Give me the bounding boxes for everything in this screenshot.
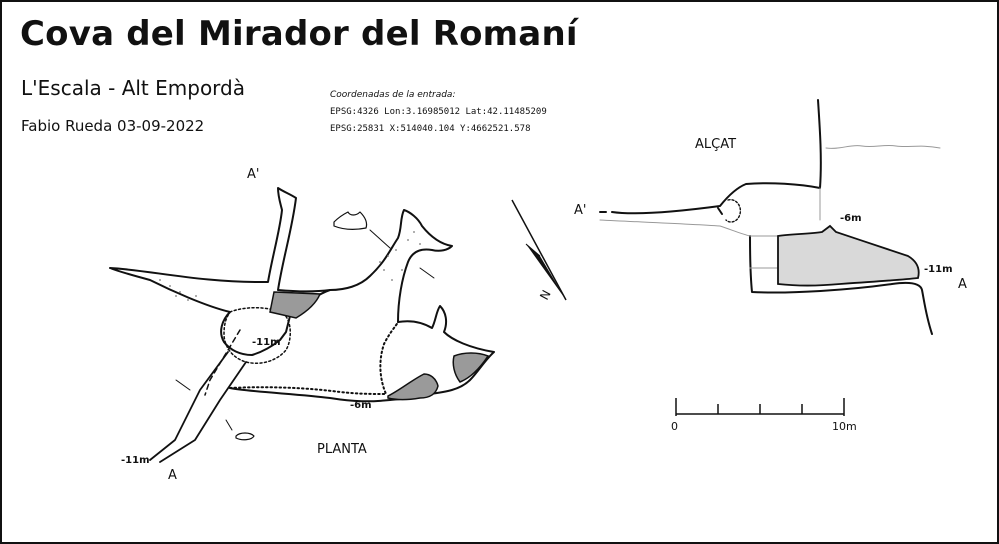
plan-depth-bottom: -6m <box>350 400 372 411</box>
elev-water-body <box>777 224 920 287</box>
plan-central-chamber <box>223 307 291 364</box>
scale-bar <box>675 398 845 416</box>
elev-shelf <box>725 199 742 223</box>
plan-view-label: PLANTA <box>317 442 367 457</box>
plan-right-upper-outline <box>329 209 453 323</box>
elev-water-top <box>825 144 941 149</box>
plan-tick-b <box>419 267 435 279</box>
plan-bottom-gallery-edge <box>229 321 399 395</box>
elev-ceiling <box>717 207 723 215</box>
map-author-date: Fabio Rueda 03-09-2022 <box>21 117 205 135</box>
scale-end-label: 10m <box>832 420 857 433</box>
map-title: Cova del Mirador del Romaní <box>20 14 578 54</box>
north-arrow <box>511 199 567 301</box>
plan-left-gallery-outline <box>109 187 331 356</box>
coords-heading: Coordenadas de la entrada: <box>330 90 456 100</box>
elev-inner-floor <box>599 219 779 237</box>
plan-small-boulder <box>235 432 255 441</box>
plan-small-rock <box>333 211 368 230</box>
plan-pool-right <box>452 352 490 383</box>
plan-section-end-label: A <box>168 468 177 483</box>
plan-view <box>109 187 495 463</box>
coords-line-utm: EPSG:25831 X:514040.104 Y:4662521.578 <box>330 124 531 134</box>
plan-pool-left <box>269 291 322 319</box>
elevation-view-label: ALÇAT <box>695 137 737 152</box>
plan-entrance-shaft-right <box>159 361 247 463</box>
elev-lower-left-wall <box>749 235 933 335</box>
plan-right-chamber-outline <box>397 305 495 395</box>
plan-tick-a <box>369 229 391 249</box>
coords-line-wgs84: EPSG:4326 Lon:3.16985012 Lat:42.11485209 <box>330 107 547 117</box>
elev-depth-upper: -6m <box>840 213 862 224</box>
plan-depth-center: -11m <box>252 337 281 348</box>
plan-sediment-dots <box>159 231 421 301</box>
entrance-coordinates: Coordenadas de la entrada: EPSG:4326 Lon… <box>330 87 547 138</box>
elev-section-end-label: A <box>958 277 967 292</box>
plan-tick-c <box>175 379 233 431</box>
plan-entrance-shaft-left <box>149 351 229 461</box>
plan-pool-bottom <box>387 373 439 401</box>
plan-depth-entrance: -11m <box>121 455 150 466</box>
elev-depth-lower: -11m <box>924 264 953 275</box>
plan-section-line <box>204 329 241 396</box>
elev-section-start-label: A' <box>574 203 587 218</box>
scale-start-label: 0 <box>671 420 678 433</box>
plan-section-start-label: A' <box>247 167 260 182</box>
elevation-view <box>599 99 941 335</box>
elev-surface-left <box>599 99 822 215</box>
map-location: L'Escala - Alt Empordà <box>21 76 246 100</box>
